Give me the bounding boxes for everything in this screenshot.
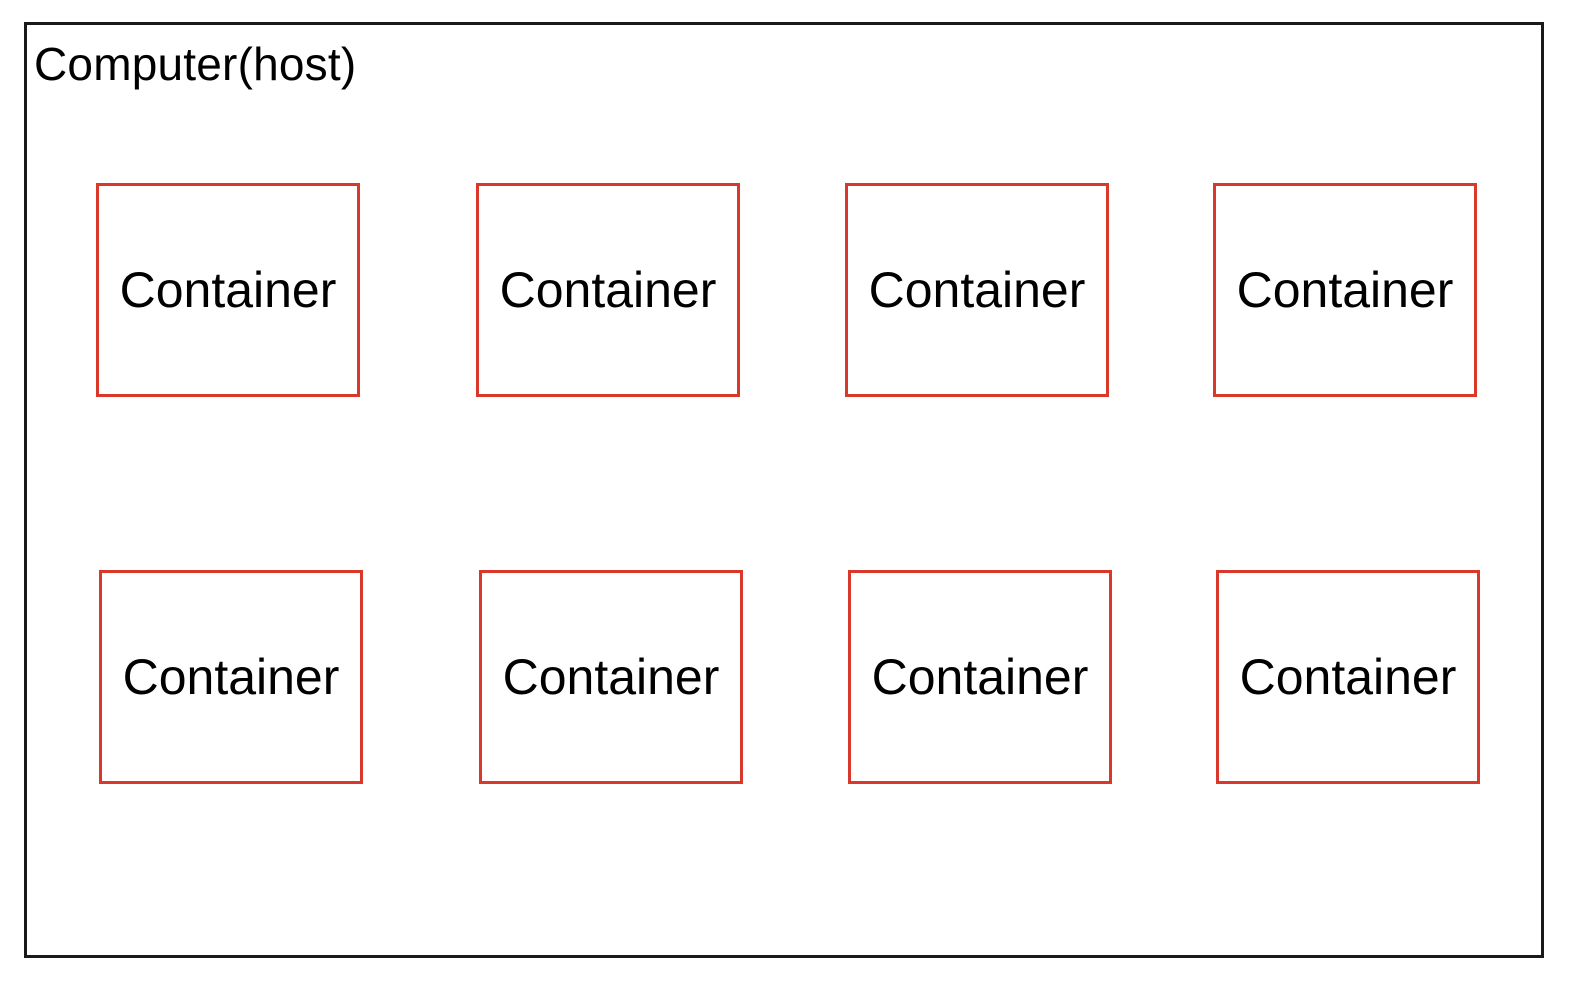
container-box-3: Container (845, 183, 1109, 397)
container-box-1: Container (96, 183, 360, 397)
container-box-6: Container (479, 570, 743, 784)
container-box-4: Container (1213, 183, 1477, 397)
container-label: Container (502, 649, 720, 705)
host-label: Computer(host) (34, 38, 357, 90)
container-box-5: Container (99, 570, 363, 784)
container-label: Container (119, 262, 337, 318)
container-label: Container (1236, 262, 1454, 318)
container-label: Container (499, 262, 717, 318)
container-label: Container (868, 262, 1086, 318)
container-label: Container (871, 649, 1089, 705)
container-box-8: Container (1216, 570, 1480, 784)
container-box-7: Container (848, 570, 1112, 784)
container-box-2: Container (476, 183, 740, 397)
host-box (24, 22, 1544, 958)
container-label: Container (1239, 649, 1457, 705)
container-label: Container (122, 649, 340, 705)
